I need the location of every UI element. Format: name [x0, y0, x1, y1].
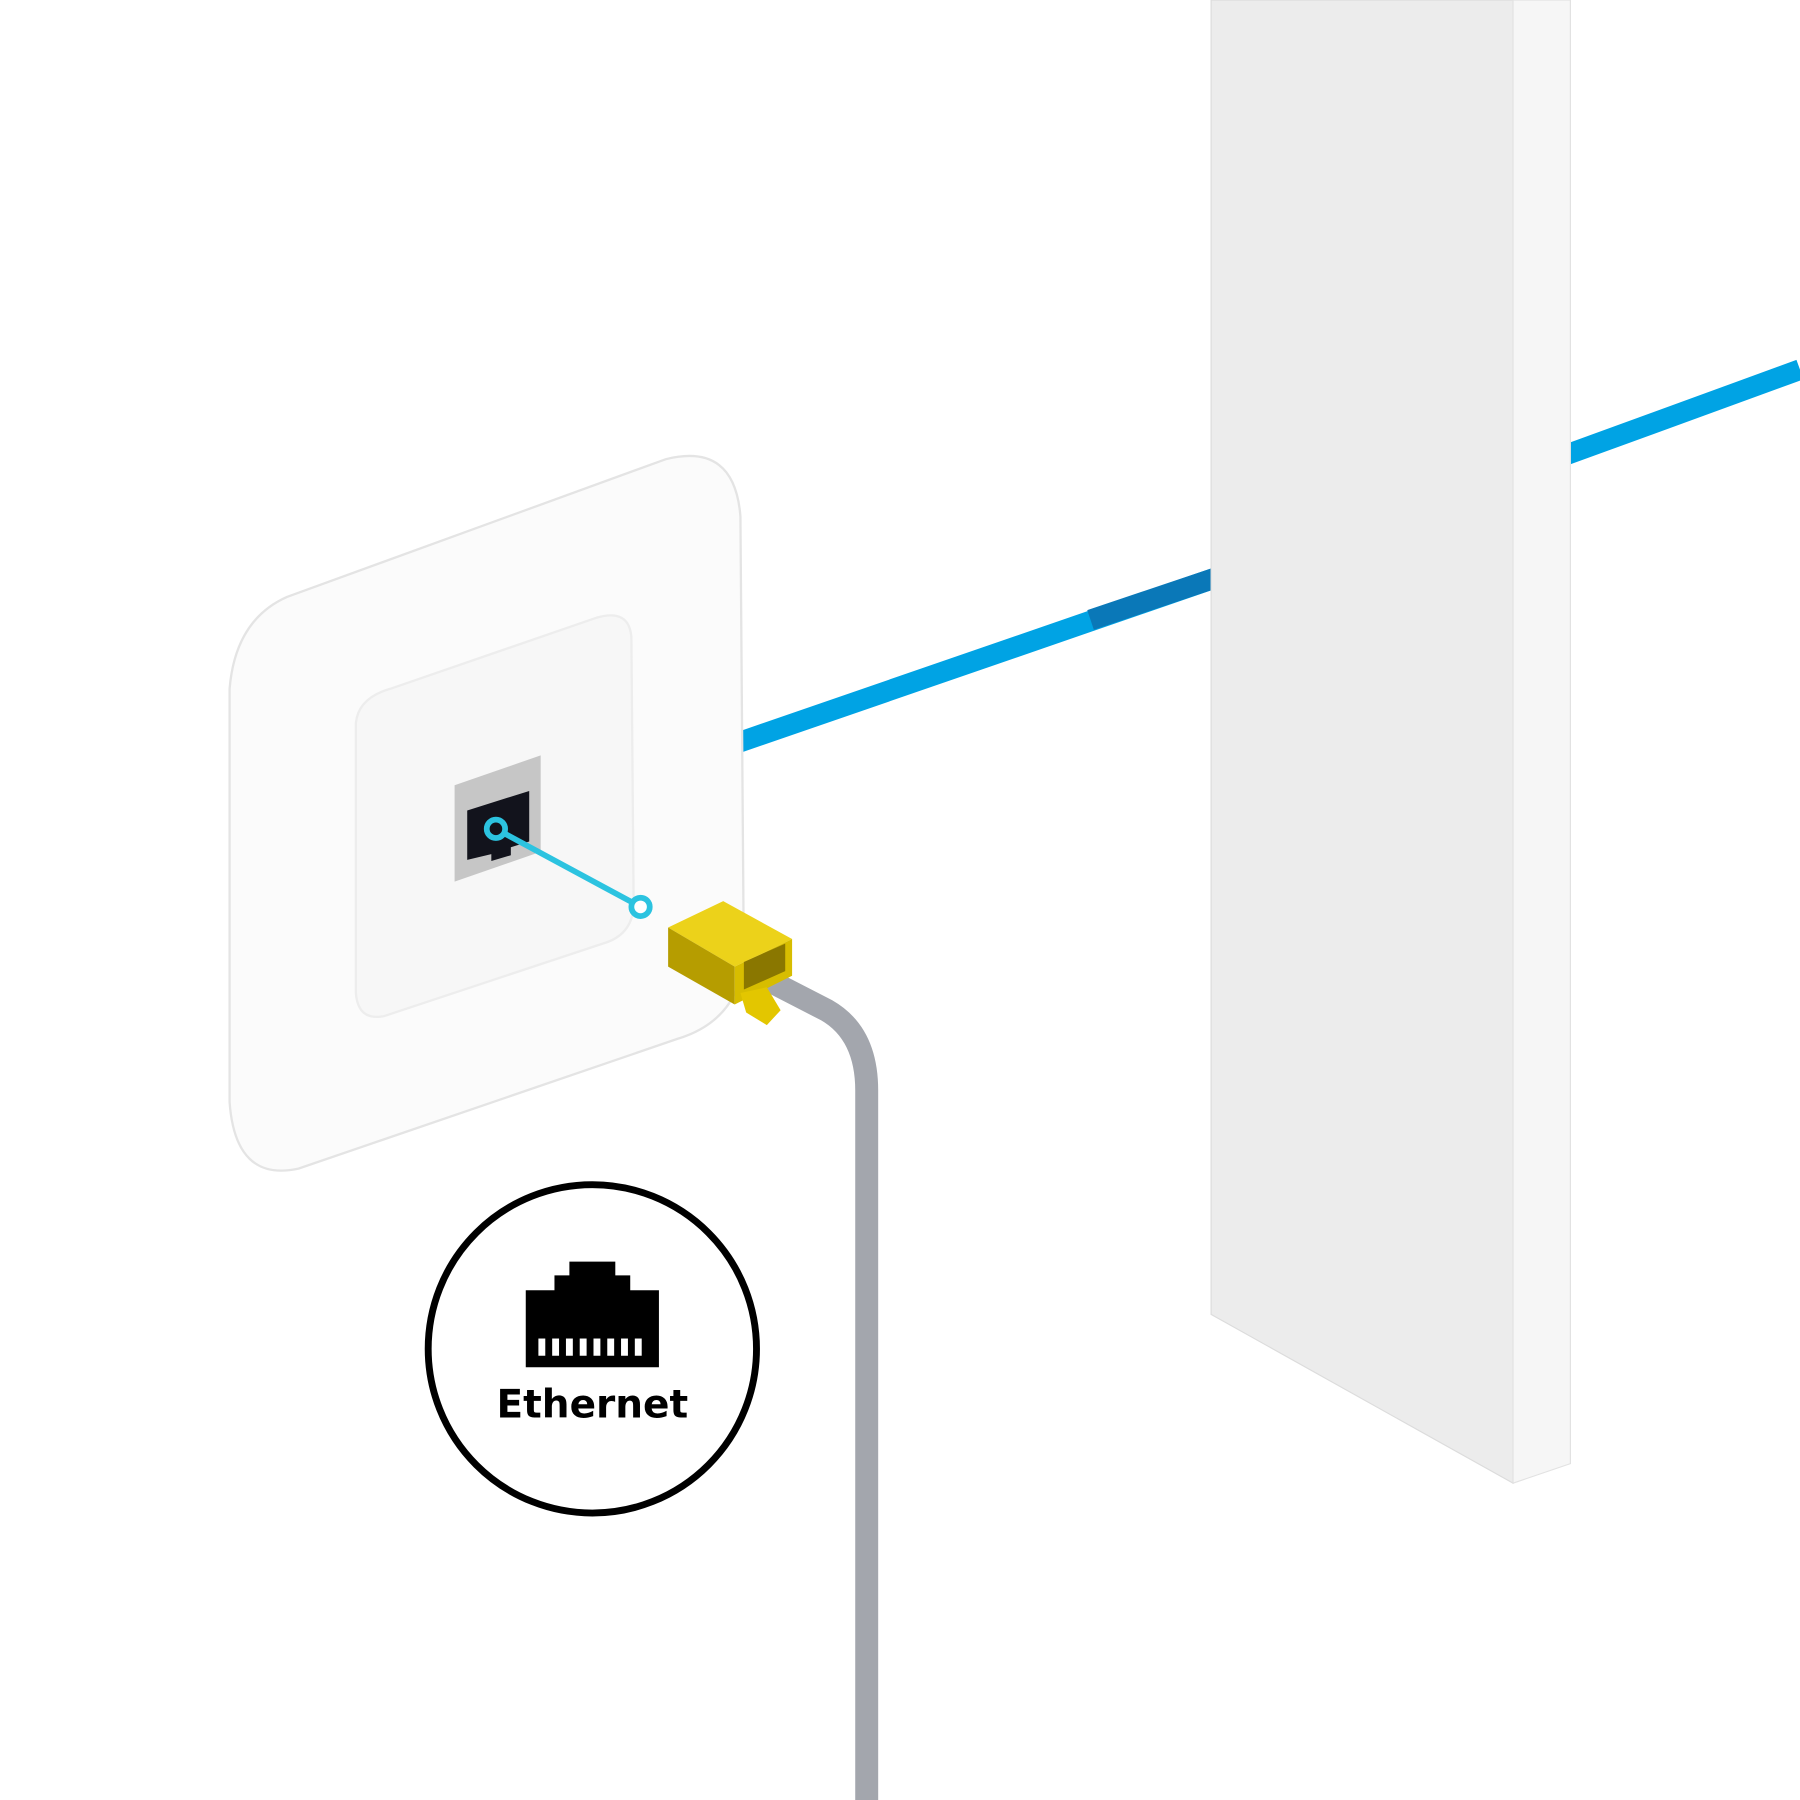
- ethernet-plug[interactable]: [668, 901, 793, 1026]
- ethernet-port-icon: [525, 1261, 659, 1368]
- ethernet-callout: Ethernet: [424, 1181, 760, 1517]
- connection-pointer: [483, 816, 653, 919]
- patch-cable: [743, 959, 879, 1800]
- ethernet-label: Ethernet: [497, 1383, 689, 1428]
- in-wall-cable: [731, 359, 1800, 754]
- wall-pillar: [1210, 0, 1571, 1485]
